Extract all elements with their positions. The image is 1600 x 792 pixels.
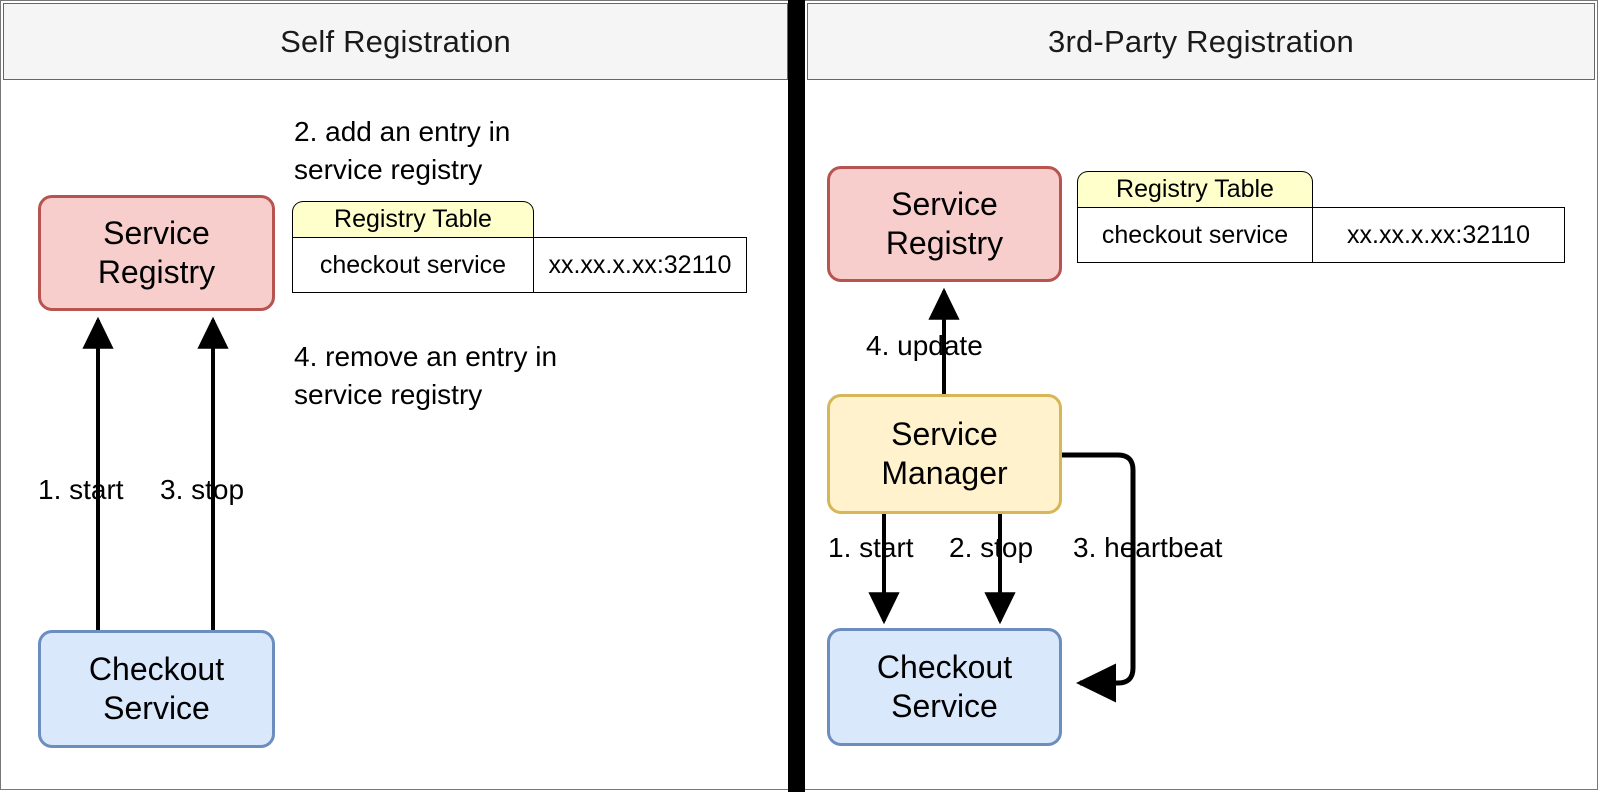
- node-label-line1: Checkout: [876, 648, 1013, 685]
- registry-table-row: checkout service xx.xx.x.xx:32110: [292, 237, 747, 293]
- registry-table-cell-address: xx.xx.x.xx:32110: [548, 250, 732, 279]
- right-edge-label-heartbeat: 3. heartbeat: [1073, 532, 1223, 563]
- left-edge-label-start: 1. start: [38, 474, 124, 505]
- registry-table-row: checkout service xx.xx.x.xx:32110: [1077, 207, 1565, 263]
- node-label-line1: Service: [891, 415, 998, 452]
- registry-table-cell-address: xx.xx.x.xx:32110: [1347, 220, 1530, 249]
- left-edge-label-stop: 3. stop: [160, 474, 245, 505]
- registry-table-cell-service: checkout service: [293, 238, 534, 292]
- right-node-service-manager[interactable]: Service Manager: [827, 394, 1062, 514]
- registry-table-cell-service: checkout service: [1078, 208, 1314, 262]
- panel-divider: [788, 0, 805, 792]
- node-label-line2: Service: [891, 688, 998, 724]
- node-label-line1: Checkout: [88, 650, 225, 687]
- right-node-service-registry[interactable]: Service Registry: [827, 166, 1062, 282]
- registry-table-tab-label: Registry Table: [1077, 171, 1313, 207]
- registry-table-tab-label: Registry Table: [292, 201, 534, 237]
- node-label-line1: Service: [103, 214, 210, 251]
- right-node-checkout-service[interactable]: Checkout Service: [827, 628, 1062, 746]
- left-node-service-registry[interactable]: Service Registry: [38, 195, 275, 311]
- left-annotation-step-2: 2. add an entry in service registry: [294, 116, 511, 185]
- right-edge-label-update: 4. update: [866, 330, 983, 361]
- node-label-line2: Manager: [881, 455, 1008, 491]
- left-annotation-step-4: 4. remove an entry in service registry: [294, 341, 558, 410]
- left-node-checkout-service[interactable]: Checkout Service: [38, 630, 275, 748]
- node-label-line2: Registry: [885, 225, 1004, 261]
- node-label-line1: Service: [891, 185, 998, 222]
- right-edge-label-start: 1. start: [828, 532, 914, 563]
- right-edge-label-stop: 2. stop: [949, 532, 1034, 563]
- panel-title-third-party-registration: 3rd-Party Registration: [807, 3, 1595, 80]
- panel-title-self-registration: Self Registration: [3, 3, 788, 80]
- node-label-line2: Service: [103, 690, 210, 726]
- node-label-line2: Registry: [97, 254, 216, 290]
